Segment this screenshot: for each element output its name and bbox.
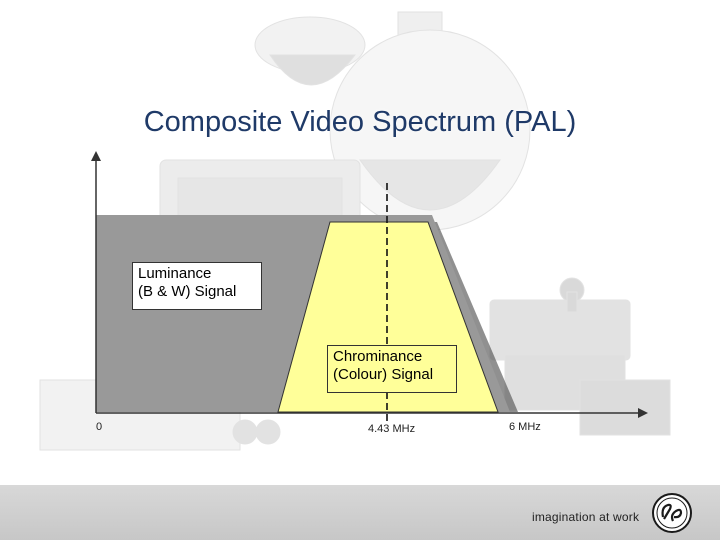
luminance-label-line-1: Luminance	[138, 265, 212, 282]
ge-logo-icon	[652, 493, 692, 533]
x-tick-label: 4.43 MHz	[368, 423, 416, 435]
chrominance-label-line-1: Chrominance	[333, 348, 423, 365]
x-tick-label: 0	[96, 421, 103, 433]
chrominance-label-line-2: (Colour) Signal	[333, 366, 434, 383]
x-tick-label: 6 MHz	[509, 421, 541, 433]
luminance-label-line-2: (B & W) Signal	[138, 283, 237, 300]
slide-title: Composite Video Spectrum (PAL)	[143, 106, 577, 138]
luminance-label: Luminance (B & W) Signal	[132, 262, 262, 310]
footer-bar	[0, 485, 720, 540]
footer-tagline: imagination at work	[532, 510, 640, 524]
chrominance-label: Chrominance (Colour) Signal	[327, 345, 457, 393]
